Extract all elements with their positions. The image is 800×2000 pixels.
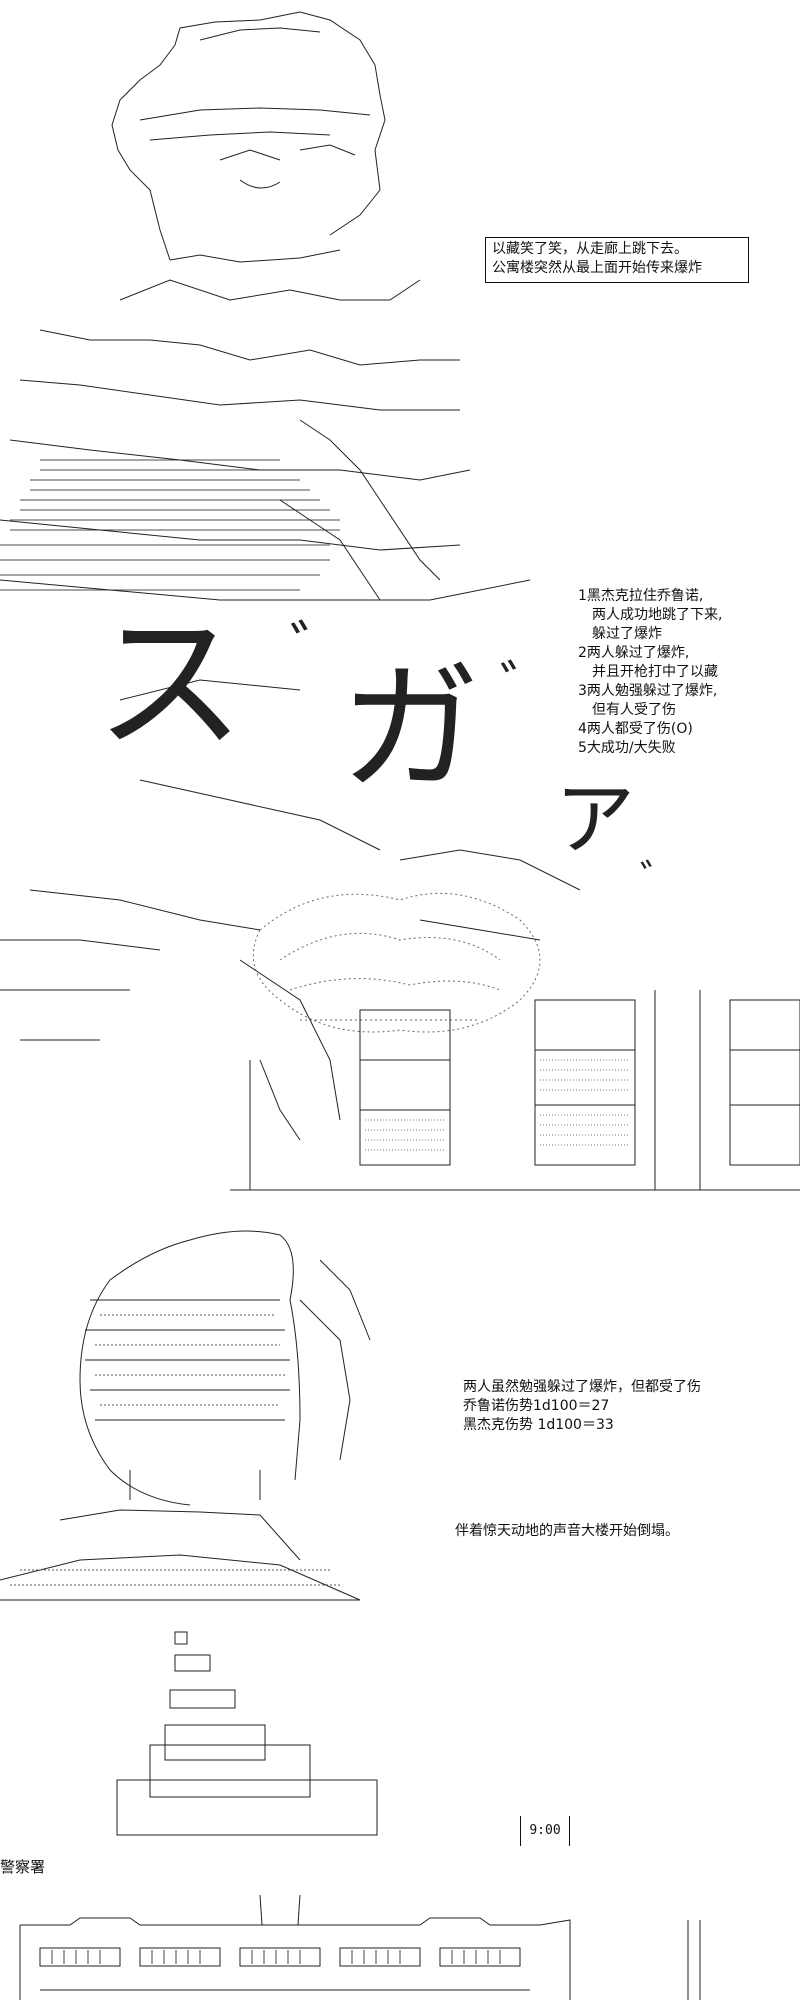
sfx-su-marks: ゛: [290, 615, 350, 685]
sfx-ga-marks: ゛: [500, 655, 556, 719]
giorno-hatch: [10, 1314, 340, 1586]
result-line-2: 乔鲁诺伤势1d100＝27: [463, 1398, 610, 1414]
sfx-a: ア: [555, 773, 635, 866]
izo-figure: [0, 11, 531, 601]
choice-1-detail-a: 两人成功地跳了下来,: [592, 607, 723, 623]
giorno-figure: [0, 1230, 371, 1601]
result-text: 两人虽然勉强躲过了爆炸，但都受了伤 乔鲁诺伤势1d100＝27 黑杰克伤势 1d…: [463, 1378, 701, 1435]
narration-caption: 以藏笑了笑，从走廊上跳下去。 公寓楼突然从最上面开始传来爆炸: [485, 237, 749, 283]
choice-5: 5大成功/大失败: [578, 740, 676, 756]
result-line-1: 两人虽然勉强躲过了爆炸，但都受了伤: [463, 1379, 701, 1395]
sfx-ga: ガ: [340, 648, 481, 811]
sfx-su: ス: [95, 598, 246, 772]
building-facade: [230, 990, 800, 1191]
choice-4: 4两人都受了伤(O): [578, 721, 693, 737]
collapse-narration: 伴着惊天动地的声音大楼开始倒塌。: [455, 1523, 679, 1539]
shading-lines: [0, 459, 340, 591]
time-display: 9:00: [520, 1816, 570, 1846]
caption-line-2: 公寓楼突然从最上面开始传来爆炸: [492, 260, 702, 276]
sfx-a-marks: ゛: [640, 857, 680, 903]
choice-list: 1黑杰克拉住乔鲁诺, 两人成功地跳了下来, 躲过了爆炸 2两人躲过了爆炸, 并且…: [578, 587, 722, 758]
result-line-3: 黑杰克伤势 1d100＝33: [463, 1417, 614, 1433]
choice-2-detail: 并且开枪打中了以藏: [592, 664, 718, 680]
explosion-burst: [0, 679, 581, 1141]
choice-2: 2两人躲过了爆炸,: [578, 645, 690, 661]
building-hatch: [365, 1059, 630, 1151]
collapsing-tower: [116, 1631, 378, 1836]
choice-3: 3两人勉强躲过了爆炸,: [578, 683, 718, 699]
window-bars: [51, 1950, 501, 1964]
choice-1-detail-b: 躲过了爆炸: [592, 626, 662, 642]
caption-line-1: 以藏笑了笑，从走廊上跳下去。: [492, 241, 688, 257]
choice-1: 1黑杰克拉住乔鲁诺,: [578, 588, 704, 604]
police-station: [19, 1894, 701, 2000]
explosion-cloud: [252, 892, 541, 1033]
location-label: 警察署: [0, 1858, 46, 1876]
choice-3-detail: 但有人受了伤: [592, 702, 676, 718]
